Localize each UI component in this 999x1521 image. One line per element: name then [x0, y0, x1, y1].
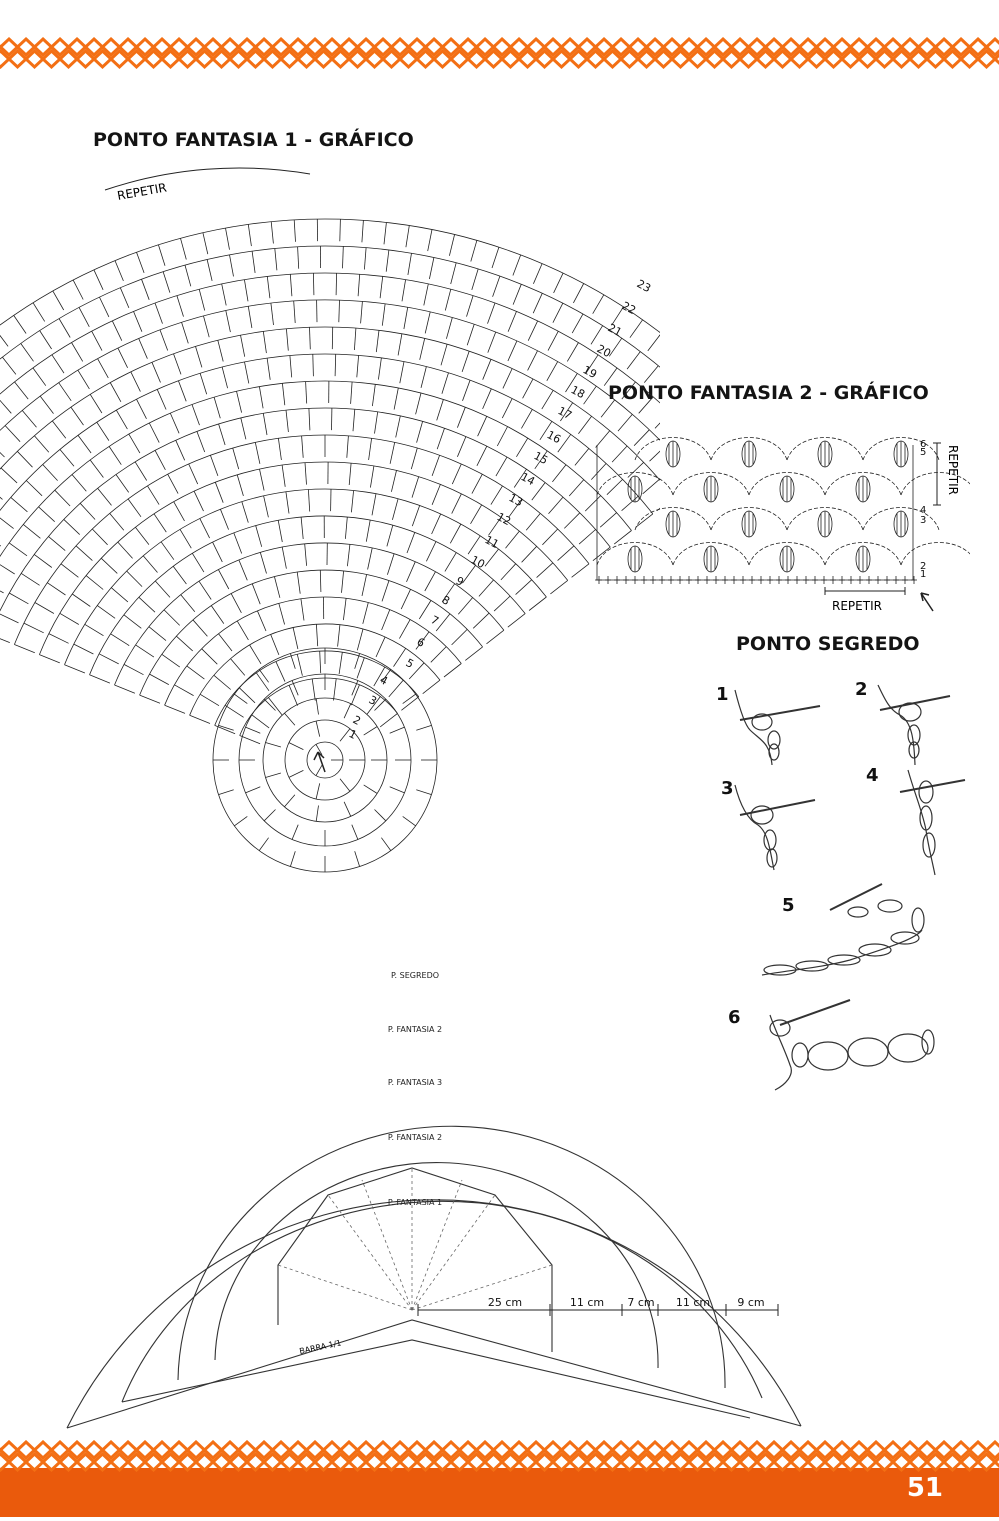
fantasia1-row-number: 20 — [595, 342, 613, 360]
segredo-step-3-illustration — [735, 785, 815, 870]
fantasia1-row-number: 1 — [347, 727, 359, 742]
bottom-decorative-border — [0, 1440, 999, 1517]
bottom-edge — [67, 1320, 801, 1428]
fantasia1-row-number: 6 — [415, 635, 427, 650]
fantasia1-title: PONTO FANTASIA 1 - GRÁFICO — [93, 129, 414, 151]
barra-label: BARRA 1/1 — [299, 1338, 343, 1356]
radial-dashes — [278, 1168, 552, 1310]
band-label-fantasia1: P. FANTASIA 1 — [388, 1198, 442, 1207]
diamond-pattern — [0, 1442, 999, 1470]
measure-9cm: 9 cm — [737, 1296, 764, 1309]
fantasia1-row-number: 17 — [556, 404, 574, 422]
band-label-fantasia2-outer: P. FANTASIA 2 — [388, 1025, 442, 1034]
measure-11cm-b: 11 cm — [676, 1296, 710, 1309]
fantasia1-row-number: 2 — [351, 713, 363, 728]
measure-25cm: 25 cm — [488, 1296, 522, 1309]
segredo-step-1-illustration — [735, 690, 820, 765]
fantasia1-row-number: 23 — [635, 277, 653, 295]
fantasia1-row-number: 5 — [404, 656, 416, 671]
fantasia1-row-number: 10 — [469, 553, 487, 571]
horizontal-repeat-label: REPETIR — [832, 599, 882, 613]
fantasia1-row-number: 4 — [378, 673, 390, 688]
vertical-repeat-label: REPETIR — [946, 445, 960, 495]
arc-4 — [215, 1163, 658, 1368]
start-arrow-icon — [921, 593, 933, 611]
fantasia1-row-number: 19 — [581, 363, 599, 381]
bottom-footer-band: 51 — [0, 1440, 999, 1517]
fantasia2-row-number: 2 — [920, 561, 926, 572]
fantasia1-row-number: 12 — [495, 510, 513, 528]
top-decorative-border — [0, 33, 999, 75]
fantasia1-row-number: 16 — [545, 428, 563, 446]
page-number: 51 — [907, 1473, 943, 1503]
segredo-step-4-illustration — [900, 770, 965, 875]
segredo-step-2-number: 2 — [855, 679, 868, 700]
fantasia2-row-number: 6 — [920, 439, 926, 450]
measure-7cm: 7 cm — [627, 1296, 654, 1309]
segredo-step-1-number: 1 — [716, 684, 729, 705]
segredo-step-4-number: 4 — [866, 765, 879, 786]
fantasia1-row-number: 13 — [507, 491, 525, 509]
segredo-title: PONTO SEGREDO — [736, 633, 920, 655]
fantasia1-row-number: 7 — [429, 613, 441, 628]
segredo-step-2-illustration — [878, 685, 950, 765]
fantasia2-row-number: 4 — [920, 505, 926, 516]
center-circle — [213, 648, 437, 872]
fantasia1-row-number: 21 — [606, 321, 624, 339]
fantasia1-row-number: 18 — [569, 383, 587, 401]
fantasia1-row-number: 14 — [519, 470, 537, 488]
measure-11cm-a: 11 cm — [570, 1296, 604, 1309]
band-label-segredo: P. SEGREDO — [391, 971, 439, 980]
fan-rows — [0, 219, 660, 744]
band-label-fantasia3: P. FANTASIA 3 — [388, 1078, 442, 1087]
band-label-fantasia2-inner: P. FANTASIA 2 — [388, 1133, 442, 1142]
fantasia1-polygon — [278, 1168, 552, 1352]
fantasia1-row-number: 15 — [532, 449, 550, 467]
fantasia1-row-number: 8 — [440, 593, 452, 608]
stitch-grid — [595, 438, 970, 585]
segredo-step-5-number: 5 — [782, 895, 795, 916]
schematic-diagram: P. SEGREDO P. FANTASIA 2 P. FANTASIA 3 P… — [0, 940, 860, 1440]
fantasia2-row-number: 3 — [920, 515, 926, 526]
segredo-step-3-number: 3 — [721, 778, 734, 799]
barra-edge — [122, 1340, 750, 1418]
